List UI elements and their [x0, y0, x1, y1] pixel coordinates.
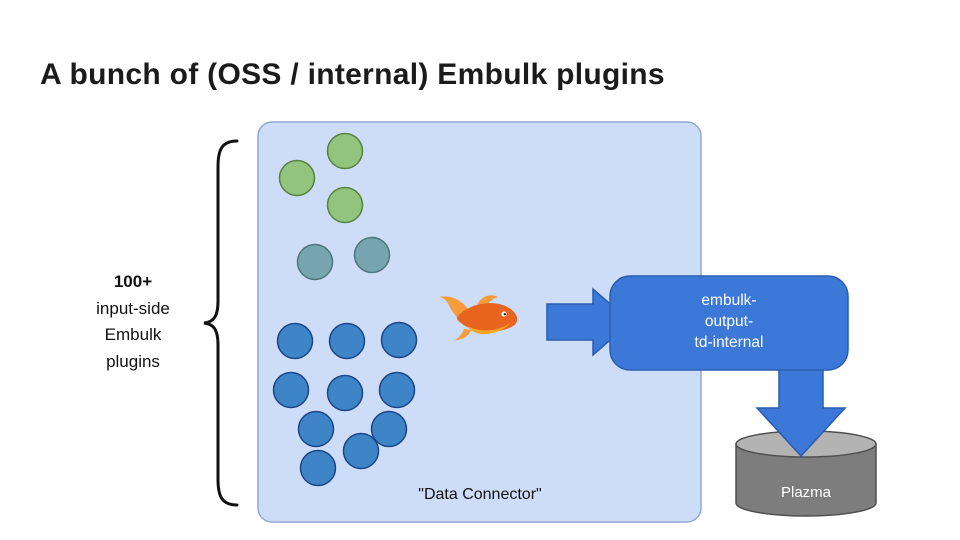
green-plugin-circles: [278, 132, 364, 224]
database-cylinder-icon: [735, 430, 877, 517]
plugin-count-caption-line: Embulk: [104, 325, 162, 344]
output-plugin-label: embulk- output- td-internal: [610, 290, 848, 353]
plugin-count: 100+: [113, 272, 153, 291]
output-plugin-box: [609, 275, 849, 371]
plugin-circle-teal: [296, 243, 334, 281]
fish-belly: [467, 323, 510, 335]
plugin-circle-blue: [380, 321, 418, 359]
teal-plugin-circles: [296, 236, 391, 281]
plugin-circle-blue: [326, 374, 364, 412]
plugin-circle-blue: [370, 410, 408, 448]
output-plugin-label-line: output-: [704, 313, 754, 330]
fish-pelvic-fin: [455, 329, 471, 340]
plugin-circle-green: [326, 132, 364, 170]
embulk-fish-icon: [439, 295, 518, 340]
blue-plugin-circles: [272, 321, 418, 487]
plugin-circle-green: [278, 159, 316, 197]
plugin-circle-blue: [328, 322, 366, 360]
fish-pupil: [503, 313, 506, 316]
cylinder-body: [735, 443, 877, 517]
plugin-circle-green: [326, 186, 364, 224]
plugin-circle-blue: [272, 371, 310, 409]
slide-title: A bunch of (OSS / internal) Embulk plugi…: [40, 58, 665, 91]
input-plugins-label: 100+ input-side Embulk plugins: [58, 269, 208, 375]
fish-body: [456, 303, 518, 332]
plugin-circle-blue: [299, 449, 337, 487]
output-plugin-label-line: td-internal: [694, 334, 764, 351]
plugin-circle-teal: [353, 236, 391, 274]
database-label: Plazma: [780, 484, 832, 501]
data-connector-label: "Data Connector": [418, 486, 542, 503]
plugin-circle-blue: [297, 410, 335, 448]
left-curly-brace-icon: [203, 139, 239, 507]
plugin-circle-blue: [276, 322, 314, 360]
output-plugin-label-line: embulk-: [701, 292, 757, 309]
plugin-count-caption-line: input-side: [96, 298, 170, 318]
plugin-circle-blue: [342, 432, 380, 470]
plugin-circle-blue: [378, 371, 416, 409]
plugin-count-caption-line: plugins: [106, 351, 160, 371]
